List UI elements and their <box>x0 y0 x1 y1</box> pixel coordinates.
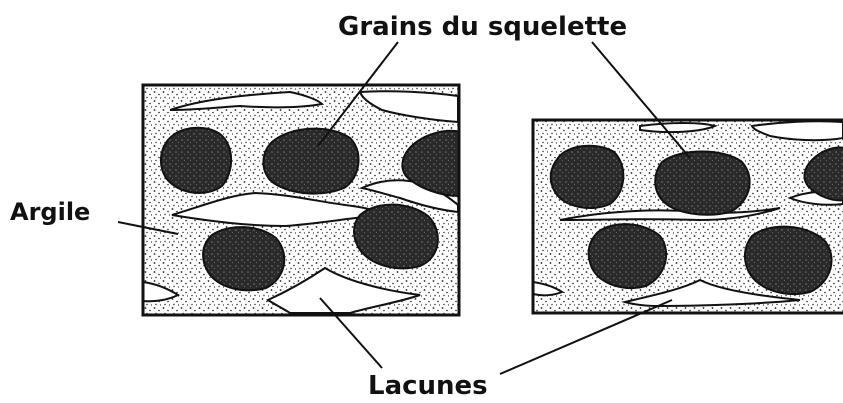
grain <box>203 227 284 290</box>
grain <box>263 129 358 194</box>
label-grains-du-squelette: Grains du squelette <box>338 12 627 42</box>
right-soil-block <box>533 120 843 313</box>
grain <box>161 128 231 193</box>
grain <box>655 152 749 215</box>
grain <box>745 227 832 294</box>
grain <box>551 146 624 208</box>
left-soil-block <box>143 85 460 315</box>
label-argile: Argile <box>10 198 90 226</box>
grain <box>589 224 667 288</box>
label-lacunes: Lacunes <box>368 371 488 401</box>
